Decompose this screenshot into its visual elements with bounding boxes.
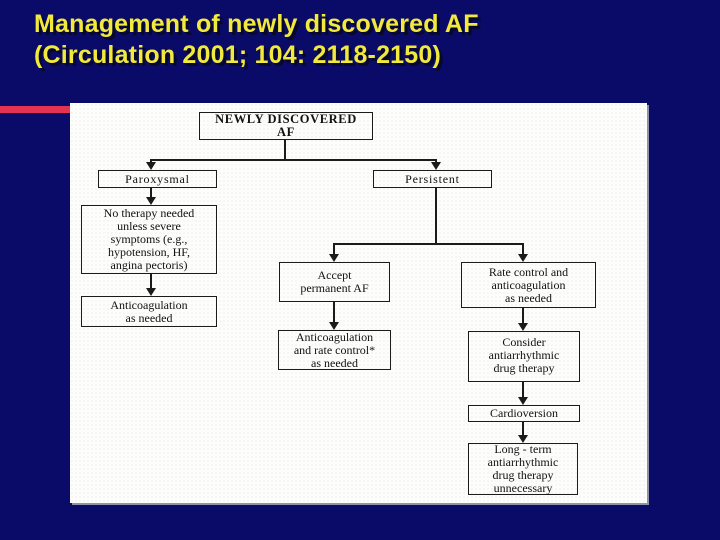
node-anticoagulation-as-needed: Anticoagulation as needed	[81, 296, 217, 327]
node-newly-discovered-af: NEWLY DISCOVERED AF	[199, 112, 373, 140]
arrowhead-icon	[329, 322, 339, 330]
connector-line	[284, 140, 286, 160]
slide-title: Management of newly discovered AF (Circu…	[34, 9, 479, 71]
connector-line	[522, 243, 524, 255]
connector-line	[333, 243, 524, 245]
node-cardioversion: Cardioversion	[468, 405, 580, 422]
node-no-therapy-needed: No therapy needed unless severe symptoms…	[81, 205, 217, 274]
slide-title-line1: Management of newly discovered AF	[34, 10, 479, 38]
connector-line	[150, 188, 152, 198]
connector-line	[333, 243, 335, 255]
connector-line	[522, 308, 524, 324]
connector-line	[522, 422, 524, 436]
arrowhead-icon	[146, 288, 156, 296]
node-anticoagulation-and-rate-control: Anticoagulation and rate control* as nee…	[278, 330, 391, 370]
arrowhead-icon	[146, 162, 156, 170]
connector-line	[150, 159, 152, 164]
slide-title-line2: (Circulation 2001; 104: 2118-2150)	[34, 41, 442, 69]
node-long-term-unnecessary: Long - term antiarrhythmic drug therapy …	[468, 443, 578, 495]
arrowhead-icon	[329, 254, 339, 262]
arrowhead-icon	[518, 397, 528, 405]
arrowhead-icon	[146, 197, 156, 205]
node-accept-permanent-af: Accept permanent AF	[279, 262, 390, 302]
connector-line	[435, 159, 437, 164]
connector-line	[150, 159, 437, 161]
arrowhead-icon	[431, 162, 441, 170]
node-consider-antiarrhythmic: Consider antiarrhythmic drug therapy	[468, 331, 580, 382]
red-accent-bar	[0, 106, 72, 113]
arrowhead-icon	[518, 323, 528, 331]
connector-line	[150, 274, 152, 289]
flowchart-panel: NEWLY DISCOVERED AF Paroxysmal Persisten…	[70, 103, 647, 503]
connector-line	[333, 302, 335, 323]
connector-line	[522, 382, 524, 398]
node-rate-control-anticoagulation: Rate control and anticoagulation as need…	[461, 262, 596, 308]
arrowhead-icon	[518, 254, 528, 262]
node-paroxysmal: Paroxysmal	[98, 170, 217, 188]
node-persistent: Persistent	[373, 170, 492, 188]
arrowhead-icon	[518, 435, 528, 443]
connector-line	[435, 188, 437, 245]
